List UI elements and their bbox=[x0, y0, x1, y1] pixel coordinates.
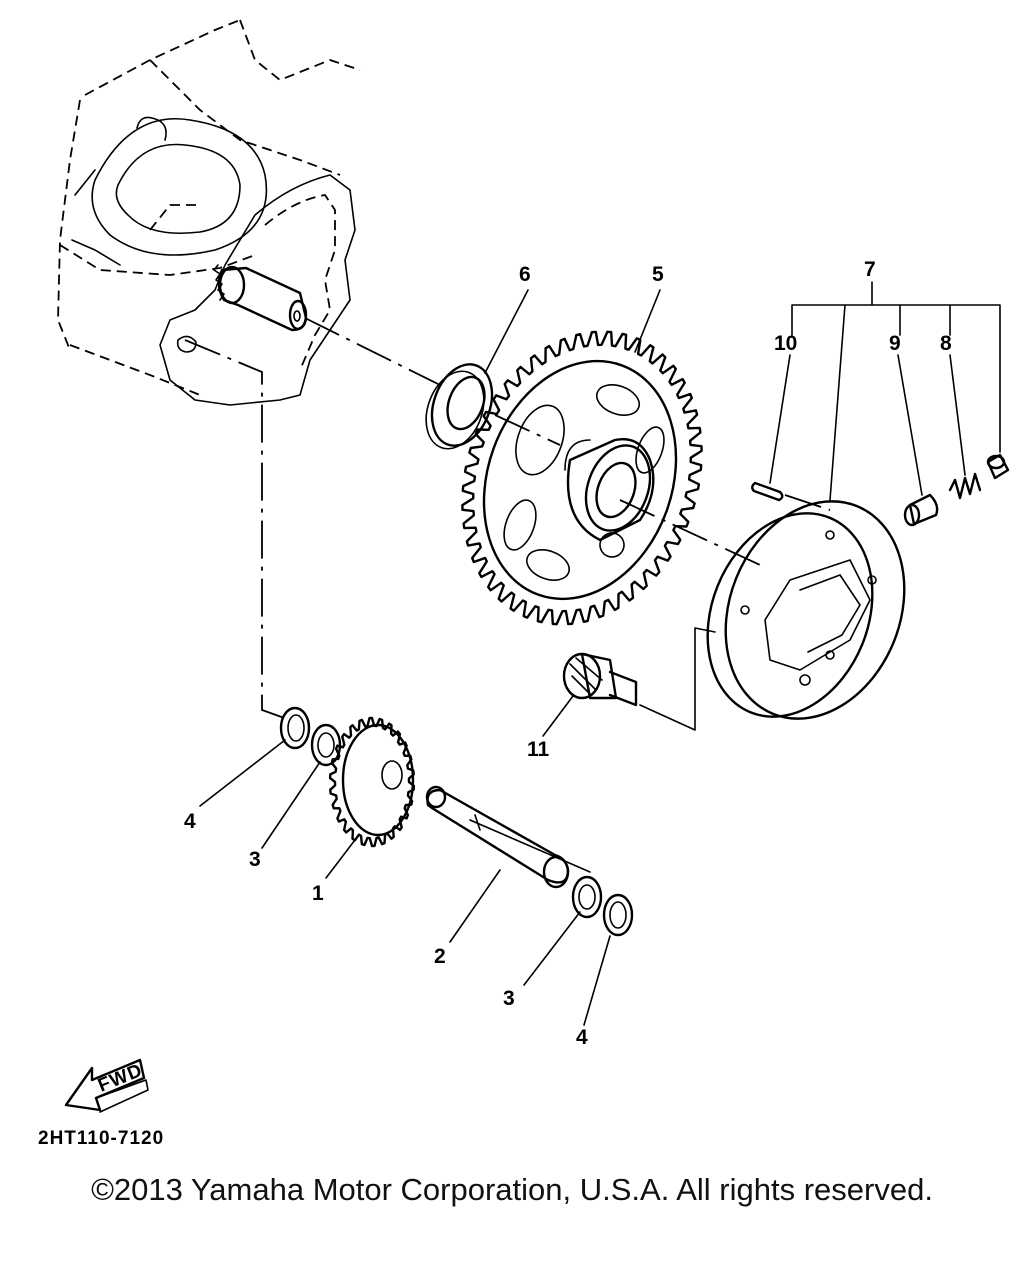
part-11-bolt bbox=[562, 652, 638, 707]
callout-8: 8 bbox=[940, 332, 952, 355]
part-6-washer bbox=[425, 363, 494, 450]
part-10-roller bbox=[751, 481, 831, 511]
part-3-washer-lower bbox=[571, 875, 603, 919]
callout-6: 6 bbox=[519, 263, 531, 286]
part-8-spring bbox=[948, 472, 982, 500]
part-4-circlip-upper bbox=[279, 706, 311, 750]
callout-leaders bbox=[199, 281, 1001, 1026]
callout-10: 10 bbox=[774, 332, 797, 355]
callout-3-upper: 3 bbox=[249, 848, 261, 871]
callout-7: 7 bbox=[864, 258, 876, 281]
crankshaft-end bbox=[213, 264, 308, 332]
part-7-starter-clutch bbox=[706, 500, 906, 720]
assembly-centerlines bbox=[184, 317, 761, 731]
fwd-arrow-icon: FWD bbox=[64, 1058, 149, 1113]
part-2-shaft bbox=[425, 785, 591, 889]
callout-9: 9 bbox=[889, 332, 901, 355]
callout-11: 11 bbox=[527, 738, 550, 761]
part-3-washer-upper bbox=[310, 723, 342, 767]
callout-4-upper: 4 bbox=[184, 810, 196, 833]
callout-3-lower: 3 bbox=[503, 987, 515, 1010]
callout-4-lower: 4 bbox=[576, 1026, 588, 1049]
fwd-label: FWD bbox=[95, 1060, 146, 1097]
crankcase-outline bbox=[57, 19, 361, 406]
callout-1: 1 bbox=[312, 882, 324, 905]
copyright-notice: ©2013 Yamaha Motor Corporation, U.S.A. A… bbox=[91, 1172, 933, 1207]
part-1-gear bbox=[328, 716, 416, 848]
part-7-cap bbox=[986, 453, 1010, 480]
part-9-plunger bbox=[903, 493, 939, 527]
callout-2: 2 bbox=[434, 945, 446, 968]
part-4-circlip-lower bbox=[602, 893, 634, 937]
callout-5: 5 bbox=[652, 263, 664, 286]
drawing-code: 2HT110-7120 bbox=[38, 1128, 164, 1149]
part-5-gear bbox=[461, 330, 703, 626]
